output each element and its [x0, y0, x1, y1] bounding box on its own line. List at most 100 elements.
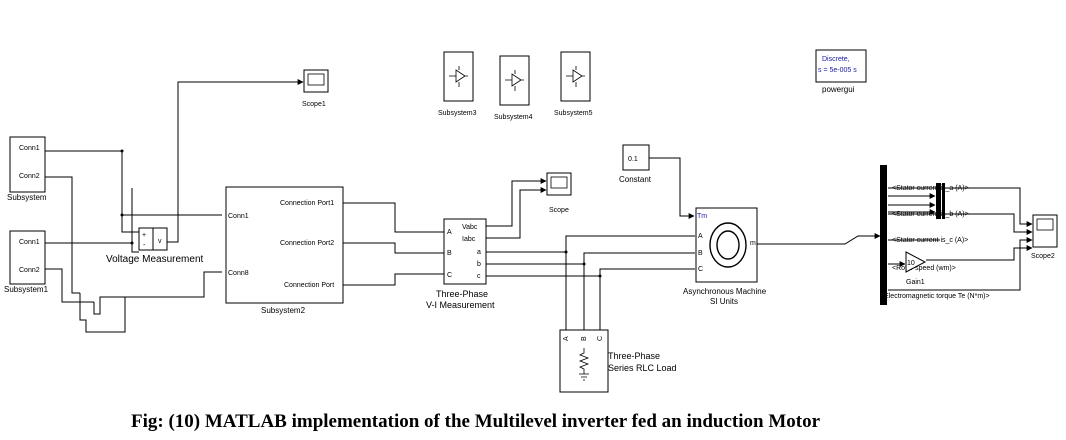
bus-signal-speed: <Rotor speed (wm)> — [892, 265, 956, 272]
mux-bar-2 — [942, 183, 945, 219]
rlc-label-line1: Three-Phase — [608, 351, 660, 361]
wire-cp1-a — [343, 202, 446, 233]
bus-signal-torque: <Electromagnetic torque Te (N*m)> — [880, 293, 990, 300]
subsystem3-switch-icon — [449, 66, 468, 87]
wire-b-machine — [486, 252, 695, 265]
subsystem2-port-conn1: Conn1 — [228, 213, 249, 220]
scope1-block[interactable]: Scope1 — [302, 69, 329, 108]
subsystem4-switch-icon — [505, 70, 524, 91]
signal-scope2-1 — [945, 187, 1033, 227]
rlc-label-line2: Series RLC Load — [608, 363, 677, 373]
bus-signal-isa: <Stator current is_a (A)> — [892, 185, 969, 192]
vi-measurement-block[interactable]: A B C Vabc Iabc a b c Three-Phase V-I Me… — [426, 218, 495, 310]
vi-port-a: A — [447, 229, 452, 236]
scope-block[interactable]: Scope — [546, 172, 572, 214]
scope-screen-icon — [550, 176, 568, 189]
subsystem5-switch-icon — [566, 66, 585, 87]
voltage-measurement-block[interactable]: + - v Voltage Measurement — [106, 227, 204, 265]
scope1-screen-icon — [307, 73, 325, 86]
asynchronous-machine-block[interactable]: Tm A B C m Asynchronous Machine SI Units — [683, 207, 767, 306]
gain1-block[interactable]: 10 Gain1 — [905, 251, 927, 286]
bus-signal-isb: <Stator current is_b (A)> — [892, 211, 969, 218]
powergui-block[interactable]: Discrete, s = 5e-005 s powergui — [815, 49, 867, 94]
rlc-port-b: B — [581, 336, 588, 341]
subsystem3-block[interactable]: Subsystem3 — [438, 51, 477, 117]
subsystem5-block[interactable]: Subsystem5 — [554, 51, 593, 117]
subsystem-port-conn1: Conn1 — [19, 145, 40, 152]
vi-port-vabc: Vabc — [462, 224, 478, 231]
subsystem3-label: Subsystem3 — [438, 110, 477, 117]
subsystem2-label: Subsystem2 — [261, 306, 306, 315]
vi-port-b-out: b — [477, 261, 481, 268]
vi-port-b: B — [447, 250, 452, 257]
wire-c-machine — [486, 268, 695, 277]
gain1-value: 10 — [907, 260, 915, 267]
subsystem5-label: Subsystem5 — [554, 110, 593, 117]
constant-value: 0.1 — [628, 156, 638, 163]
subsystem2-port-cp1: Connection Port1 — [280, 200, 334, 207]
constant-block[interactable]: 0.1 Constant — [619, 144, 652, 184]
subsystem-label: Subsystem — [7, 193, 47, 202]
wires — [45, 79, 1033, 333]
figure-caption: Fig: (10) MATLAB implementation of the M… — [131, 411, 821, 432]
subsystem4-block[interactable]: Subsystem4 — [494, 55, 533, 121]
vi-port-c-out: c — [477, 273, 481, 280]
scope2-label: Scope2 — [1031, 253, 1055, 260]
vi-port-a-out: a — [477, 249, 481, 256]
machine-stator-icon — [709, 222, 747, 268]
subsystem2-port-cp2: Connection Port2 — [280, 240, 334, 247]
wire-cp3-c — [343, 273, 446, 286]
signal-torque-scope2 — [888, 237, 1033, 291]
scope2-screen-icon — [1036, 218, 1054, 231]
wire-to-conn1 — [121, 151, 222, 216]
wire-subsystem1-conn1 — [45, 242, 139, 253]
vi-port-iabc: Iabc — [462, 236, 476, 243]
signal-vabc-scope — [486, 178, 547, 227]
signal-scope2-2 — [945, 213, 1033, 235]
rlc-port-c: C — [597, 336, 604, 341]
signal-m-bus — [757, 233, 881, 245]
gain1-label: Gain1 — [906, 279, 925, 286]
powergui-label: powergui — [822, 85, 855, 94]
wire-loop-bottom — [79, 293, 126, 333]
wire-cp2-b — [343, 242, 446, 254]
mux-bar-1 — [936, 183, 941, 219]
subsystem4-label: Subsystem4 — [494, 114, 533, 121]
rlc-load-block[interactable]: A B C Three-Phase Series RLC Load — [559, 329, 677, 393]
subsystem2-port-cp3: Connection Port — [284, 282, 334, 289]
machine-port-m: m — [750, 240, 756, 247]
gain1-triangle — [905, 251, 927, 273]
powergui-line2: s = 5e-005 s — [818, 67, 857, 74]
signal-iabc-scope — [486, 187, 547, 239]
machine-port-c: C — [698, 266, 703, 273]
signal-gain-scope2 — [926, 245, 1033, 261]
subsystem-block[interactable]: Conn1 Conn2 Subsystem — [7, 136, 47, 202]
bus-selector-block[interactable]: <Stator current is_a (A)> <Stator curren… — [880, 165, 990, 305]
machine-label-line1: Asynchronous Machine — [683, 287, 767, 296]
subsystem1-label: Subsystem1 — [4, 285, 49, 294]
vi-label-line2: V-I Measurement — [426, 300, 495, 310]
machine-port-b: B — [698, 250, 703, 257]
wire-to-conn8 — [93, 271, 222, 315]
vm-minus: - — [143, 242, 146, 249]
bus-selector-bar — [880, 165, 887, 305]
powergui-line1: Discrete, — [822, 56, 850, 63]
subsystem1-port-conn2: Conn2 — [19, 267, 40, 274]
rlc-port-a: A — [563, 336, 570, 341]
machine-rotor-icon — [716, 230, 740, 260]
vm-plus: + — [142, 232, 146, 239]
wire-subsystem-conn1 — [45, 150, 139, 233]
rlc-resistor-icon — [578, 348, 590, 381]
subsystem1-port-conn1: Conn1 — [19, 239, 40, 246]
machine-port-tm: Tm — [697, 213, 707, 220]
constant-label: Constant — [619, 175, 652, 184]
vm-out: v — [158, 238, 162, 245]
signal-vm-to-scope1 — [167, 79, 304, 243]
subsystem2-block[interactable]: Conn1 Conn8 Connection Port1 Connection … — [225, 186, 344, 315]
subsystem1-block[interactable]: Conn1 Conn2 Subsystem1 — [4, 230, 49, 294]
scope-label: Scope — [549, 207, 569, 214]
wire-subsystem-conn2 — [45, 176, 80, 294]
scope2-block[interactable]: Scope2 — [1031, 214, 1058, 260]
wire-a-machine — [486, 235, 695, 253]
